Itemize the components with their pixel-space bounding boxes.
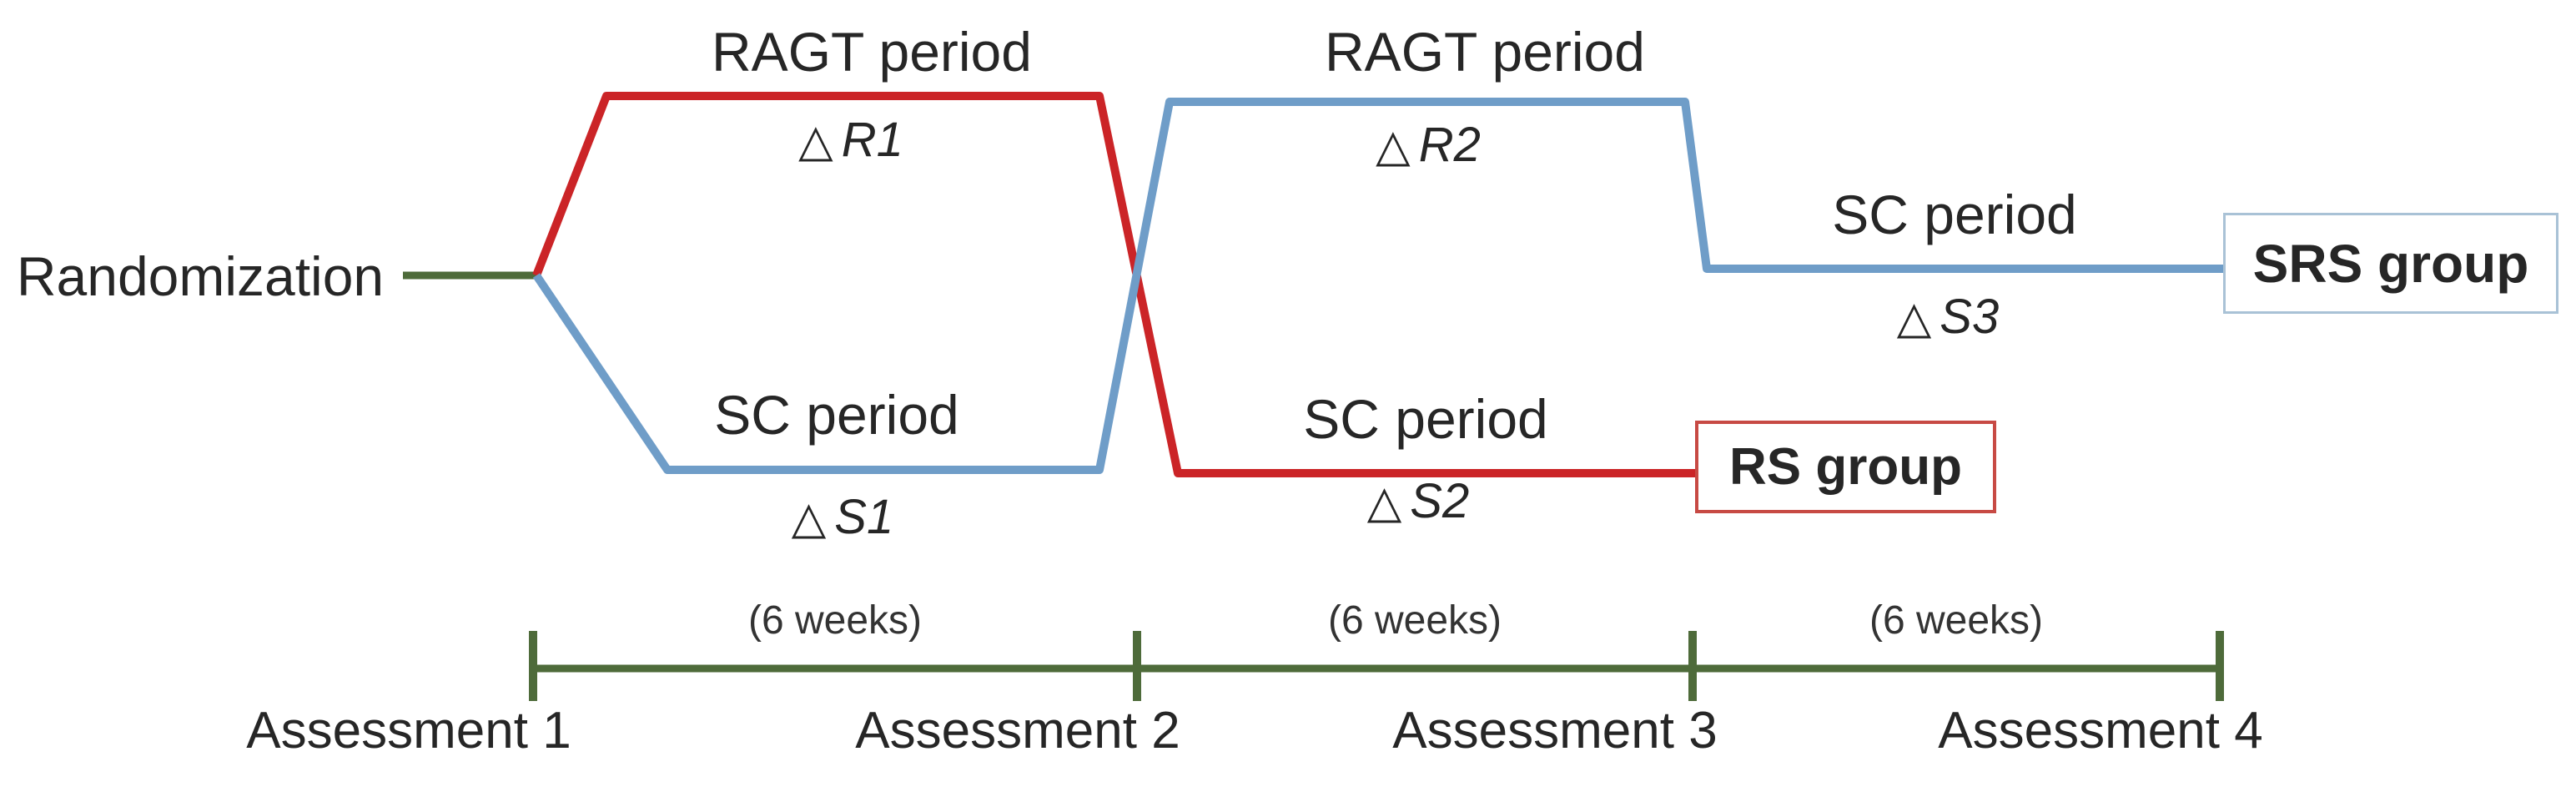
assessment-label-3: Assessment 3 xyxy=(1392,702,1718,759)
delta-s2-label: △S2 xyxy=(1367,477,1469,526)
delta-s2-value: S2 xyxy=(1410,474,1470,528)
sc2-period-title: SC period xyxy=(1303,388,1548,450)
rs-group-label: RS group xyxy=(1729,438,1962,496)
delta-r2-label: △R2 xyxy=(1376,121,1481,169)
delta-r1-value: R1 xyxy=(841,113,903,167)
delta-s3-value: S3 xyxy=(1940,290,2000,344)
ragt-first-path xyxy=(532,92,1702,477)
duration-label-3: (6 weeks) xyxy=(1869,598,2044,643)
ragt2-period-title: RAGT period xyxy=(1325,21,1645,83)
assessment-label-2: Assessment 2 xyxy=(855,702,1180,759)
assessment-label-4: Assessment 4 xyxy=(1938,702,2263,759)
delta-r1-label: △R1 xyxy=(798,116,903,164)
rs-group-box: RS group xyxy=(1695,421,1996,513)
duration-label-1: (6 weeks) xyxy=(747,598,923,643)
duration-label-2: (6 weeks) xyxy=(1327,598,1502,643)
delta-s3-label: △S3 xyxy=(1897,293,1999,341)
sc1-period-title: SC period xyxy=(714,384,959,446)
srs-group-box: SRS group xyxy=(2223,213,2558,314)
ragt1-period-title: RAGT period xyxy=(712,21,1032,83)
randomization-label: Randomization xyxy=(16,245,385,307)
assessment-label-1: Assessment 1 xyxy=(246,702,571,759)
delta-s1-label: △S1 xyxy=(792,493,893,542)
sc3-period-title: SC period xyxy=(1832,184,2077,245)
srs-group-label: SRS group xyxy=(2252,233,2529,294)
delta-s1-value: S1 xyxy=(834,490,894,544)
delta-triangle-icon: △ xyxy=(791,492,827,544)
delta-triangle-icon: △ xyxy=(1376,119,1411,172)
delta-triangle-icon: △ xyxy=(1896,291,1932,344)
sc-first-path xyxy=(532,98,2227,474)
delta-triangle-icon: △ xyxy=(798,114,833,167)
delta-r2-value: R2 xyxy=(1418,118,1481,172)
delta-triangle-icon: △ xyxy=(1366,476,1402,528)
